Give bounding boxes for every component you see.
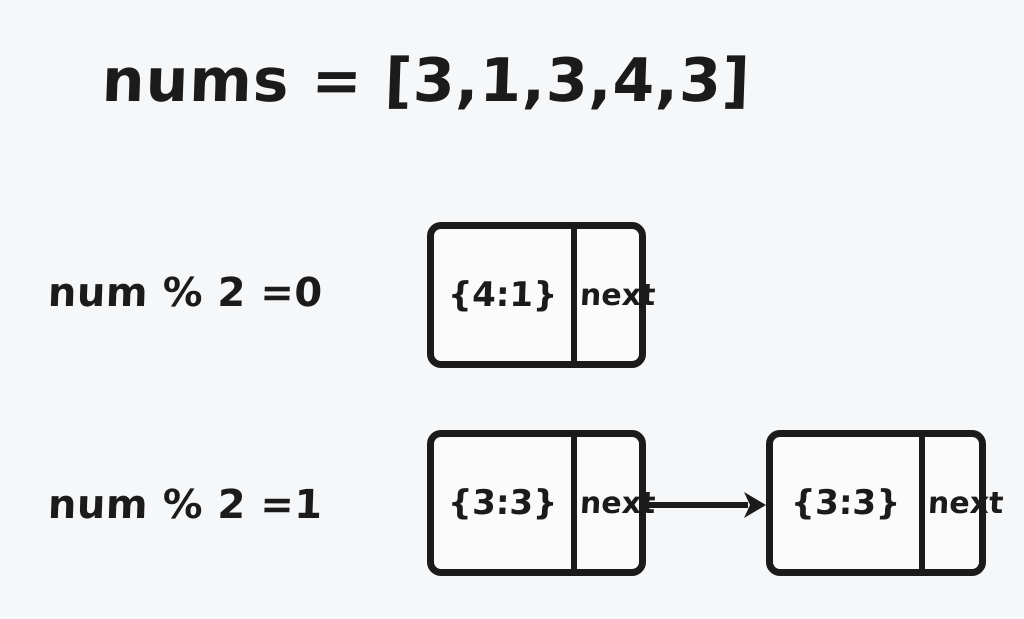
node-value-text: {3:3} [447, 483, 558, 523]
list-node: {3:3} next [427, 430, 656, 576]
row-label-odd: num % 2 =1 [47, 482, 324, 528]
node-value-cell: {3:3} [434, 437, 571, 569]
node-value-text: {4:1} [447, 275, 558, 315]
node-next-cell: next [919, 437, 1004, 569]
node-next-cell: next [571, 229, 656, 361]
node-value-text: {3:3} [790, 483, 902, 523]
node-next-text: next [579, 277, 657, 313]
node-value-cell: {3:3} [773, 437, 919, 569]
list-node: {4:1} next [427, 222, 656, 368]
list-node: {3:3} next [766, 430, 1004, 576]
node-next-cell: next [571, 437, 656, 569]
row-label-even: num % 2 =0 [47, 270, 324, 316]
next-pointer-arrow [642, 492, 766, 518]
node-value-cell: {4:1} [434, 229, 571, 361]
arrow-head [744, 492, 766, 518]
node-next-text: next [927, 485, 1005, 521]
page-title: nums = [3,1,3,4,3] [100, 46, 752, 116]
